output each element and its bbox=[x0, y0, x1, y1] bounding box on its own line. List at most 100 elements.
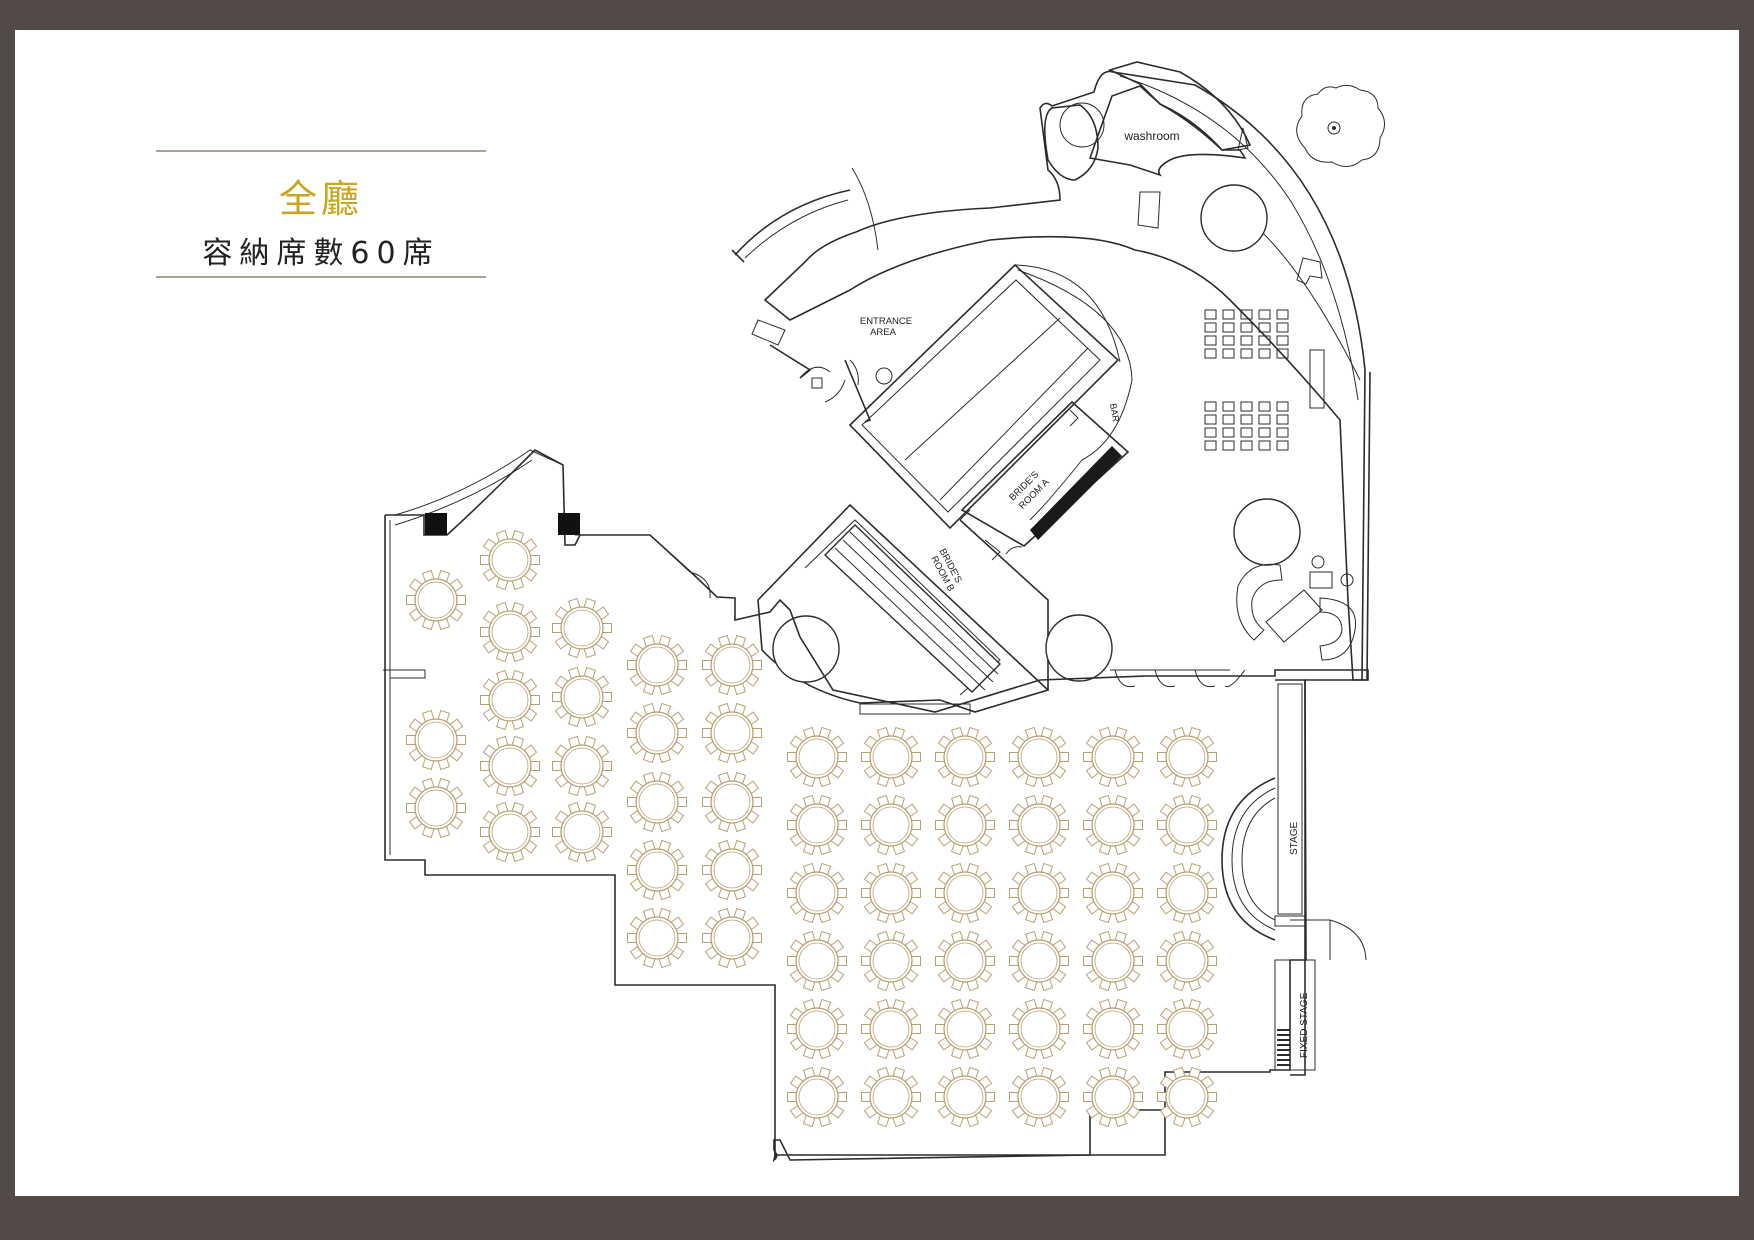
column bbox=[875, 367, 893, 385]
table-top bbox=[1017, 803, 1061, 847]
round-table bbox=[1009, 862, 1069, 924]
chair bbox=[985, 1092, 995, 1102]
table-top bbox=[795, 939, 839, 983]
round-table bbox=[1157, 726, 1217, 788]
chair bbox=[752, 865, 762, 875]
chair bbox=[935, 1024, 945, 1034]
chair bbox=[1009, 820, 1019, 830]
round-table bbox=[1083, 794, 1143, 856]
round-table bbox=[1157, 862, 1217, 924]
round-table bbox=[1083, 862, 1143, 924]
chair bbox=[1240, 322, 1253, 333]
chair bbox=[1276, 427, 1289, 438]
round-table bbox=[861, 862, 921, 924]
table-top bbox=[1165, 939, 1209, 983]
chair bbox=[602, 692, 612, 702]
chair bbox=[406, 735, 416, 745]
chair bbox=[1009, 752, 1019, 762]
chair bbox=[1083, 956, 1093, 966]
chair bbox=[1157, 752, 1167, 762]
table-top bbox=[1017, 871, 1061, 915]
chair bbox=[837, 1024, 847, 1034]
chair bbox=[1240, 401, 1253, 412]
chair bbox=[1240, 309, 1253, 320]
chair bbox=[602, 623, 612, 633]
table-top bbox=[1017, 1075, 1061, 1119]
table-top bbox=[1165, 803, 1209, 847]
theatre-chairs bbox=[1204, 309, 1289, 451]
round-table bbox=[935, 998, 995, 1060]
chair bbox=[677, 933, 687, 943]
chair bbox=[1133, 956, 1143, 966]
table-top bbox=[488, 744, 532, 788]
chair bbox=[787, 820, 797, 830]
round-table bbox=[1083, 998, 1143, 1060]
chair bbox=[1222, 440, 1235, 451]
chair bbox=[1204, 335, 1217, 346]
round-table bbox=[480, 801, 540, 863]
chair bbox=[702, 797, 712, 807]
entrance-label-2: AREA bbox=[870, 327, 897, 338]
round-table bbox=[787, 794, 847, 856]
table-top bbox=[795, 803, 839, 847]
table-top bbox=[943, 939, 987, 983]
chair bbox=[1222, 335, 1235, 346]
round-table bbox=[627, 907, 687, 969]
round-table bbox=[627, 839, 687, 901]
chair bbox=[985, 820, 995, 830]
chair bbox=[1240, 414, 1253, 425]
table-top bbox=[1091, 1075, 1135, 1119]
chair bbox=[837, 752, 847, 762]
chair bbox=[1276, 348, 1289, 359]
chair bbox=[702, 728, 712, 738]
table-top bbox=[1017, 735, 1061, 779]
chair bbox=[480, 827, 490, 837]
chair bbox=[627, 660, 637, 670]
chair bbox=[1133, 752, 1143, 762]
table-top bbox=[1165, 735, 1209, 779]
table-top bbox=[635, 848, 679, 892]
chair bbox=[935, 820, 945, 830]
chair bbox=[985, 888, 995, 898]
chair bbox=[1222, 401, 1235, 412]
round-pillar bbox=[1045, 614, 1113, 682]
chair bbox=[1222, 427, 1235, 438]
piano-icon bbox=[1296, 257, 1323, 285]
storage-hatch bbox=[1030, 446, 1122, 540]
chair bbox=[1204, 440, 1217, 451]
tree-icon bbox=[1296, 84, 1385, 167]
round-table bbox=[702, 771, 762, 833]
chair bbox=[1240, 440, 1253, 451]
chair bbox=[406, 803, 416, 813]
chair bbox=[911, 888, 921, 898]
table-top bbox=[635, 780, 679, 824]
chair bbox=[1157, 1092, 1167, 1102]
table-top bbox=[943, 803, 987, 847]
chair bbox=[1133, 820, 1143, 830]
chair bbox=[1222, 309, 1235, 320]
round-table bbox=[787, 930, 847, 992]
table-top bbox=[635, 711, 679, 755]
round-table bbox=[406, 709, 466, 771]
chair bbox=[1258, 322, 1271, 333]
chair bbox=[787, 888, 797, 898]
table-top bbox=[1017, 939, 1061, 983]
lounge-furniture bbox=[1233, 349, 1357, 661]
table-top bbox=[560, 675, 604, 719]
chair bbox=[1157, 956, 1167, 966]
chair bbox=[677, 865, 687, 875]
chair bbox=[530, 695, 540, 705]
chair bbox=[911, 1092, 921, 1102]
chair bbox=[911, 752, 921, 762]
chair bbox=[1083, 752, 1093, 762]
chair bbox=[1204, 348, 1217, 359]
chair bbox=[530, 761, 540, 771]
chair bbox=[935, 752, 945, 762]
round-pillar bbox=[1233, 498, 1301, 566]
round-table bbox=[552, 801, 612, 863]
chair bbox=[1240, 427, 1253, 438]
chair bbox=[1083, 820, 1093, 830]
round-table bbox=[406, 777, 466, 839]
table-top bbox=[635, 643, 679, 687]
chair bbox=[702, 660, 712, 670]
